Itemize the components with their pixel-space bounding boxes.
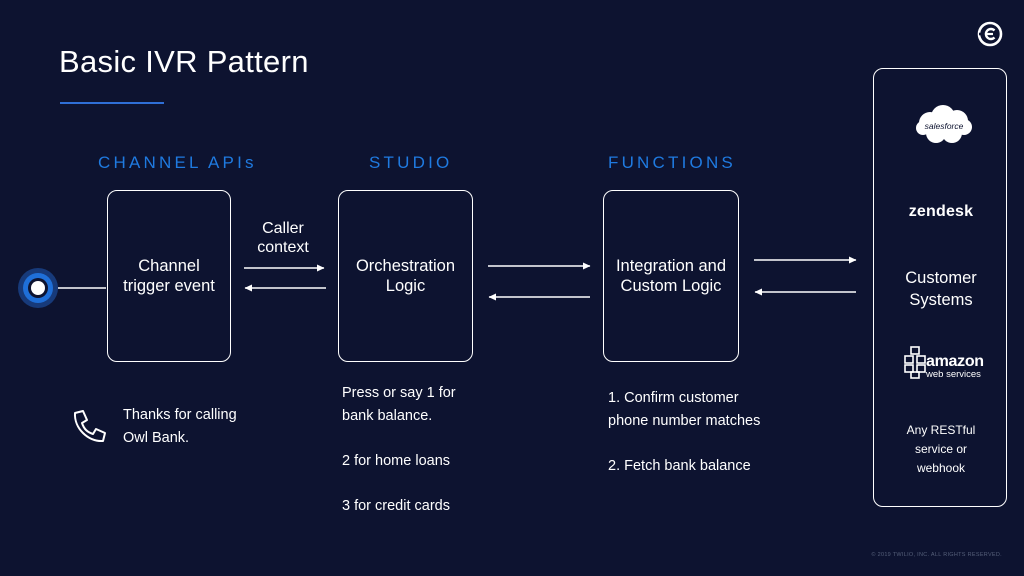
aws-logo-sub: web services	[926, 369, 981, 380]
functions-note: 1. Confirm customer phone number matches…	[608, 390, 761, 474]
salesforce-logo-icon: salesforce	[916, 105, 972, 143]
customer-systems-panel: salesforce zendesk Customer Systems amaz…	[873, 68, 1007, 507]
phone-icon	[73, 410, 106, 443]
channel-trigger-box: Channel trigger event	[107, 190, 231, 362]
twilio-logo-icon	[977, 21, 1003, 47]
section-channel-apis: CHANNEL APIs	[98, 153, 257, 172]
studio-menu-note: Press or say 1 for bank balance. 2 for h…	[342, 385, 456, 514]
title-underline	[60, 102, 164, 104]
caller-dot-icon	[18, 268, 58, 308]
aws-logo-main: amazon	[926, 353, 984, 370]
zendesk-logo: zendesk	[908, 203, 974, 220]
section-studio: STUDIO	[369, 153, 453, 172]
section-functions: FUNCTIONS	[608, 153, 736, 172]
page-title: Basic IVR Pattern	[59, 44, 309, 79]
integration-logic-box: Integration and Custom Logic	[603, 190, 739, 362]
orchestration-logic-box: Orchestration Logic	[338, 190, 473, 362]
restful-note: Any RESTful service or webhook	[906, 423, 976, 475]
copyright-text: © 2019 TWILIO, INC. ALL RIGHTS RESERVED.	[871, 552, 1002, 558]
salesforce-logo-text: salesforce	[925, 121, 964, 131]
customer-systems-label: Customer Systems	[905, 269, 977, 309]
caller-context-label: Caller context	[257, 220, 309, 256]
aws-cubes-icon	[904, 346, 926, 379]
greeting-note: Thanks for calling Owl Bank.	[123, 407, 237, 446]
